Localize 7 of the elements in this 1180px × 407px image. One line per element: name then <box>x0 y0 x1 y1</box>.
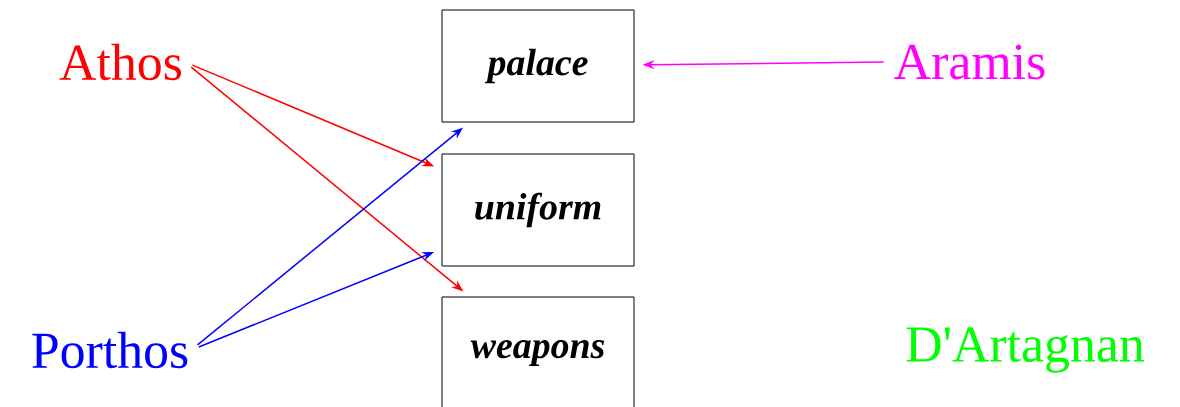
text-box: uniform <box>441 153 635 267</box>
name-label: Aramis <box>894 44 1045 80</box>
text-box: weapons <box>441 296 635 407</box>
text-box: palace <box>441 9 635 123</box>
name-label: Porthos <box>32 331 188 369</box>
name-label: Athos <box>59 43 182 81</box>
name-label: D'Artagnan <box>906 327 1144 373</box>
